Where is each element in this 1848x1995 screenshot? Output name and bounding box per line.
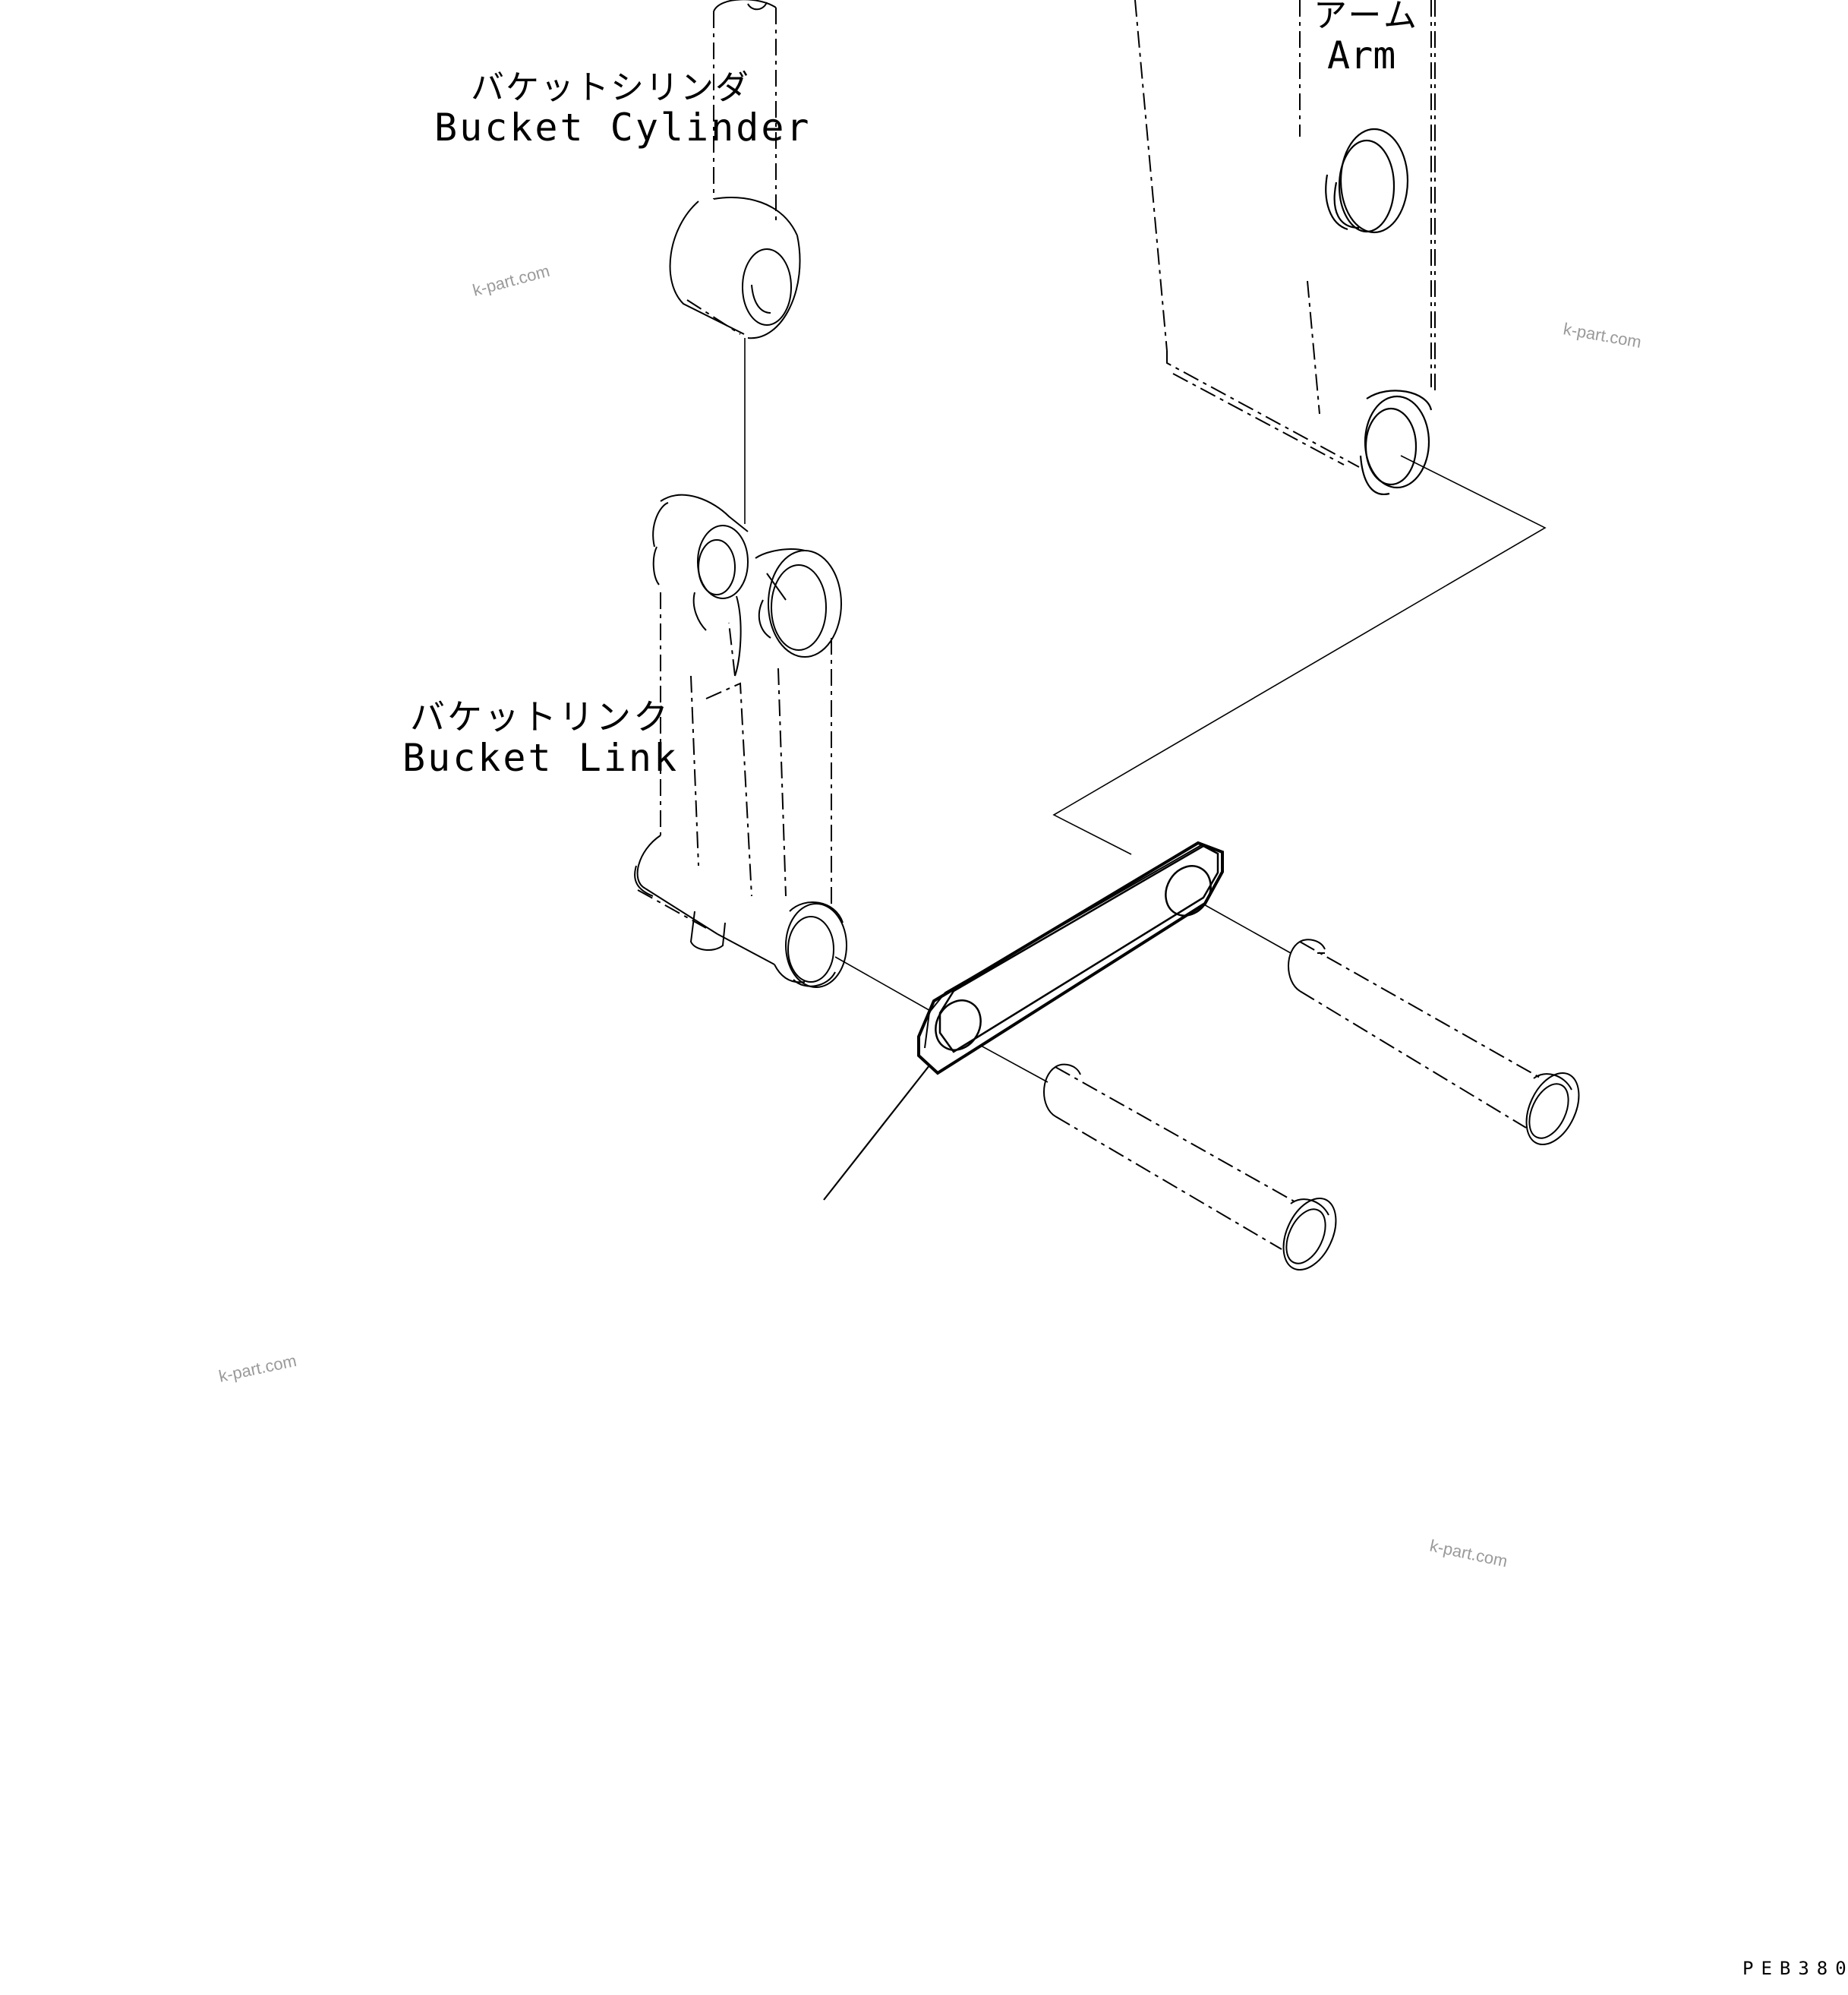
bucket-cylinder-part [669,0,801,524]
arm-bosses [1325,128,1433,495]
link-plate-part [917,841,1224,1075]
arm-part [1134,0,1436,468]
watermark: k-part.com [471,261,552,300]
bucket-link-part [634,494,847,988]
cylinder-label-en: Bucket Cylinder [434,106,812,150]
arm-label-en: Arm [1327,33,1395,77]
link-label-jp: バケットリンク [410,696,670,737]
watermark: k-part.com [1428,1536,1509,1570]
watermark: k-part.com [1562,319,1643,352]
watermark: k-part.com [217,1351,298,1386]
pin-lower [1043,1063,1337,1271]
leader-lines [823,455,1547,1201]
link-label-en: Bucket Link [402,736,679,780]
cylinder-label-jp: バケットシリンダ [471,68,750,107]
drawing-code: PEB3804 [1742,1958,1848,1979]
pin-upper [1288,939,1580,1146]
arm-label-jp: アーム [1313,0,1420,35]
